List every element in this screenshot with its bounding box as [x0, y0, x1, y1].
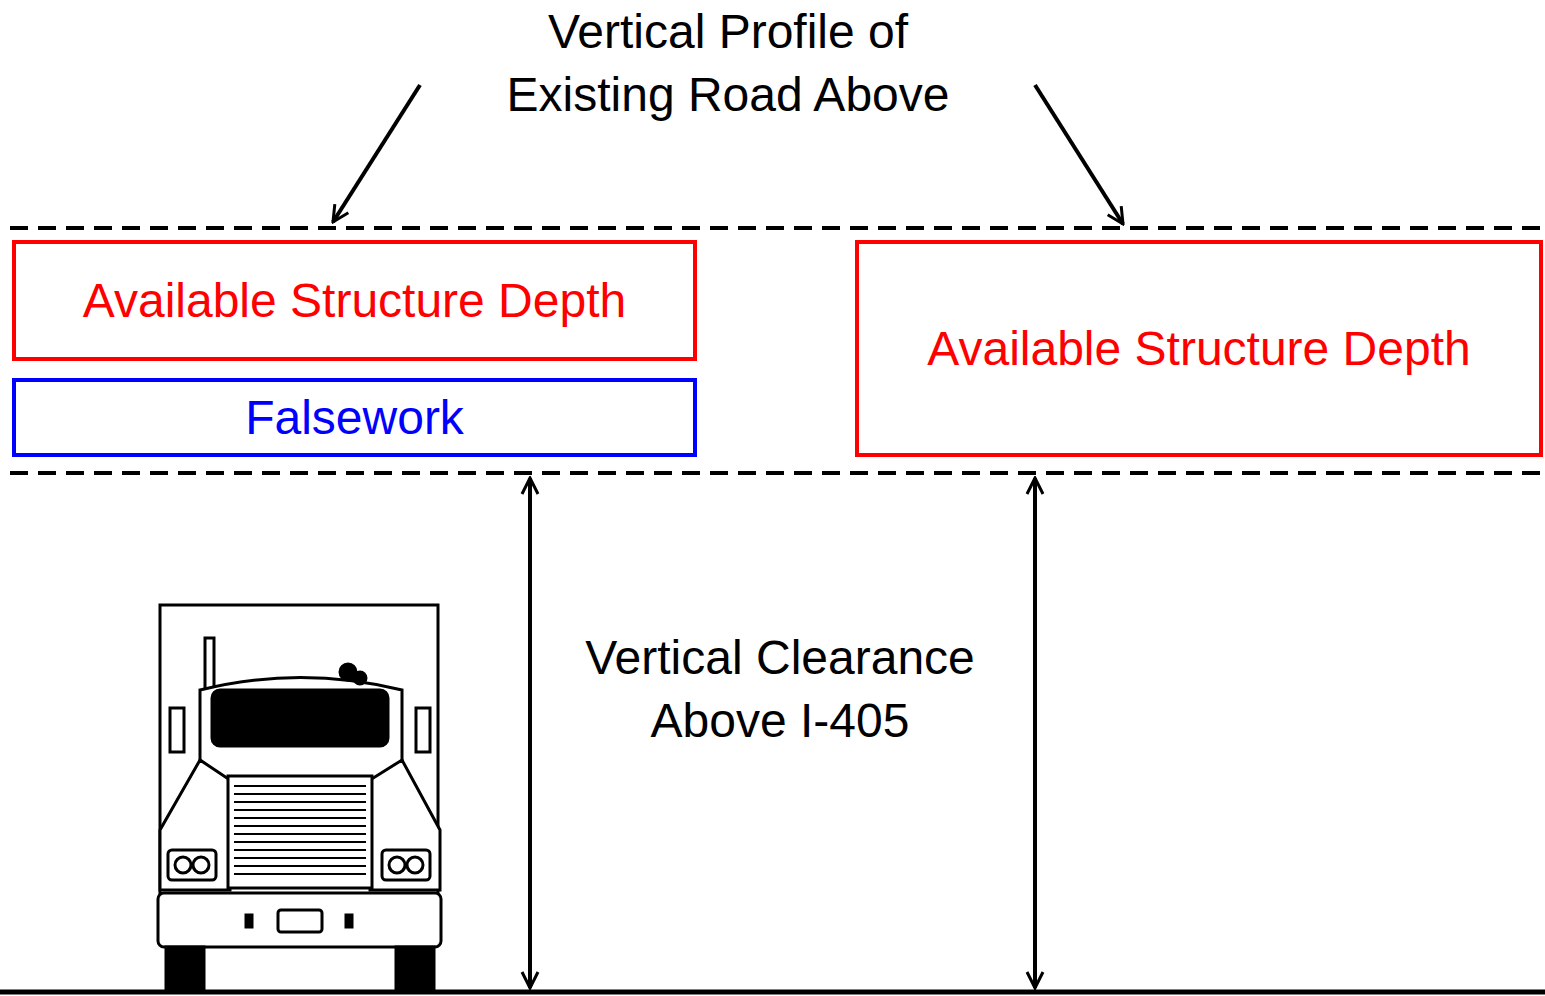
box-label: Falsework: [245, 390, 464, 445]
callout-label: Vertical Profile of Existing Road Above: [478, 0, 978, 126]
profile-line: [10, 471, 1545, 475]
dimension-label: Vertical Clearance Above I-405: [550, 626, 1010, 752]
callout-arrow: [333, 85, 420, 222]
structure-depth-box: Available Structure Depth: [855, 240, 1543, 457]
dimension-arrow: [528, 478, 532, 988]
profile-line: [10, 226, 1545, 230]
structure-depth-box: Available Structure Depth: [12, 240, 697, 361]
ground-line: [0, 990, 1545, 995]
callout-arrow: [1035, 85, 1123, 224]
box-label: Available Structure Depth: [927, 321, 1470, 376]
box-label: Available Structure Depth: [83, 273, 626, 328]
truck-illustration: [158, 605, 441, 989]
dimension-arrow: [1033, 478, 1037, 988]
falsework-box: Falsework: [12, 378, 697, 457]
